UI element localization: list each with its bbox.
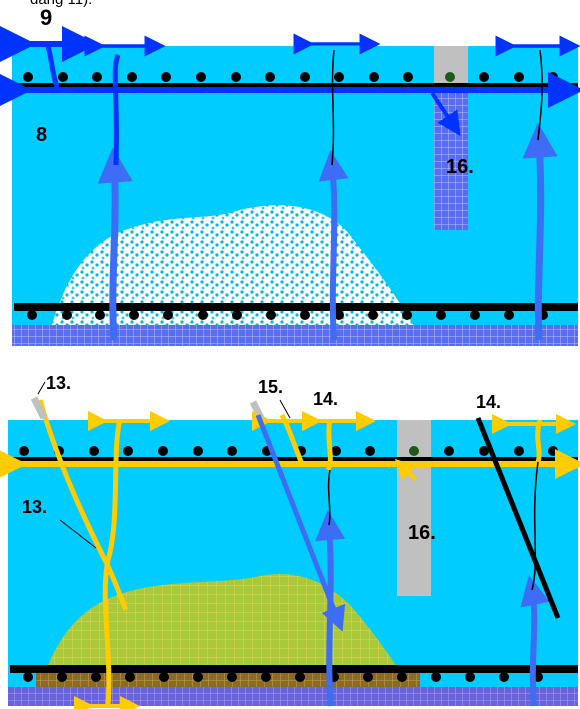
caption-fragment: dang 11).: [30, 0, 92, 8]
label-13-mid: 13.: [22, 497, 48, 517]
root-line-b1: [327, 469, 331, 526]
yellow-arrow-16: [394, 458, 418, 482]
yellow-root-main: [102, 419, 123, 707]
rail-weights-bottom: [27, 310, 548, 320]
label-8: 8: [36, 124, 48, 146]
label-14-right: 14.: [476, 392, 502, 412]
root-line-3: [537, 49, 543, 141]
label-16-bottom: 16.: [408, 522, 436, 544]
label-13-top: 13.: [46, 373, 72, 393]
label-15: 15.: [258, 377, 284, 397]
black-diagonal-14: [475, 417, 561, 619]
substrate-band-2: [8, 687, 578, 706]
yellow-root-right: [535, 419, 543, 463]
bottom-rail-2: [10, 665, 578, 673]
top-panel: [0, 26, 580, 346]
bottom-rail: [14, 303, 578, 311]
root-line-b2: [531, 461, 539, 591]
label-16-top: 16.: [446, 156, 474, 178]
rising-arrow-2: [318, 150, 349, 341]
rising-arrow-b1: [315, 510, 346, 707]
bottom-panel: [0, 381, 580, 709]
root-line-2: [331, 49, 335, 166]
root-line-1: [112, 54, 121, 166]
leader-13-top: [37, 381, 46, 395]
blue-diagonal-arrow: [255, 414, 346, 632]
yellow-root-mid: [325, 419, 333, 472]
substrate-band: [12, 325, 578, 346]
yellow-root-13: [37, 399, 129, 611]
rising-arrow-3: [522, 122, 558, 341]
leader-13: [59, 519, 97, 549]
leader-15: [279, 399, 291, 419]
label-9: 9: [40, 5, 53, 30]
label-14-mid: 14.: [313, 389, 339, 409]
rising-arrow-b2: [520, 575, 550, 707]
rail-weights-bottom-2: [23, 672, 543, 682]
grey-stub-13: [30, 396, 48, 420]
diagonal-arrow-16: [430, 91, 461, 136]
rising-arrow-1: [97, 147, 133, 341]
